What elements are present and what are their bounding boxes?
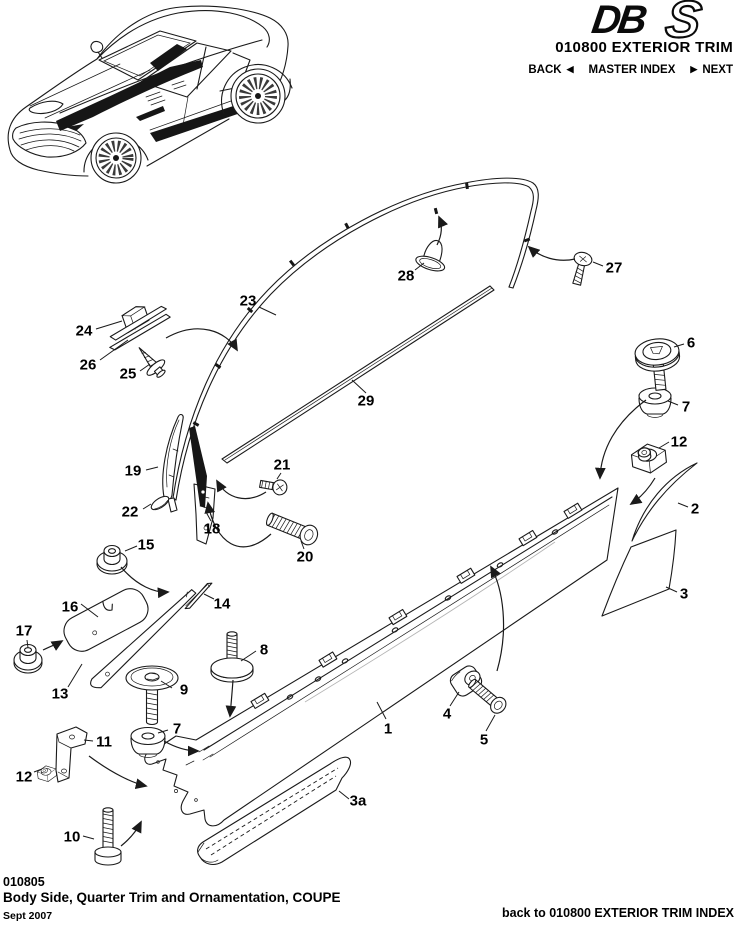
front-wheel	[90, 132, 142, 184]
callout-3a: 3a	[350, 793, 367, 810]
dbs-logo: DB S	[589, 0, 706, 44]
part-21-screw	[259, 479, 288, 496]
callout-11: 11	[96, 734, 112, 751]
part-18-bracket	[189, 426, 216, 545]
callout-22: 22	[122, 504, 139, 521]
callout-25: 25	[120, 366, 137, 383]
callout-2: 2	[691, 501, 699, 518]
part-6-screw	[634, 338, 681, 391]
part-7-nut-right	[638, 387, 672, 418]
header-nav: BACK ◀ MASTER INDEX ▶ NEXT	[528, 63, 733, 77]
moulding-clip-marks	[192, 182, 531, 427]
callout-19: 19	[125, 463, 142, 480]
part-7-nut-left	[130, 726, 166, 758]
part-2-quarter-trim-upper	[631, 462, 698, 542]
back-to-index-link[interactable]: back to 010800 EXTERIOR TRIM INDEX	[501, 906, 734, 920]
part-25-screw	[138, 347, 166, 378]
callout-27: 27	[606, 260, 623, 277]
callout-16: 16	[62, 599, 79, 616]
page-title: 010800 EXTERIOR TRIM	[555, 39, 733, 56]
callout-17: 17	[16, 623, 33, 640]
part-17-grommet	[13, 643, 43, 674]
leader-lines	[26, 261, 689, 840]
callout-21: 21	[274, 457, 291, 474]
callout-5: 5	[480, 732, 488, 749]
part-1-sill-panel	[144, 487, 619, 827]
nav-back-label: BACK	[528, 64, 562, 76]
part-12-clip-left	[36, 765, 57, 782]
callout-6: 6	[687, 335, 695, 352]
part-24-26-pad-and-strip	[109, 305, 171, 351]
car-illustration	[7, 5, 293, 184]
document-title: Body Side, Quarter Trim and Ornamentatio…	[3, 890, 341, 905]
callout-23: 23	[240, 293, 257, 310]
callout-7a: 7	[682, 399, 690, 416]
part-27-screw	[572, 251, 593, 286]
part-13-retainer-strip	[90, 589, 197, 689]
nav-next-link[interactable]: ▶ NEXT	[690, 63, 733, 77]
part-15-grommet	[96, 544, 128, 575]
rear-wheel	[230, 68, 286, 124]
callout-numbers: 1233a45677891011121213141516171819202122…	[16, 260, 700, 846]
callout-10: 10	[64, 829, 81, 846]
callout-26: 26	[80, 357, 97, 374]
callout-18: 18	[204, 521, 221, 538]
callout-3: 3	[680, 586, 688, 603]
assembly-arrows	[42, 215, 656, 847]
nav-back-link[interactable]: BACK ◀	[528, 63, 574, 77]
back-arrow-icon: ◀	[566, 63, 574, 74]
part-20-bolt	[265, 512, 319, 546]
callout-28: 28	[398, 268, 415, 285]
callout-12a: 12	[671, 434, 688, 451]
callout-7b: 7	[173, 721, 181, 738]
callout-14: 14	[214, 596, 231, 613]
nav-master-index-link[interactable]: MASTER INDEX	[589, 64, 676, 76]
part-9-washer-screw	[125, 665, 179, 726]
callout-20: 20	[297, 549, 314, 566]
part-3-quarter-trim-lower	[601, 529, 677, 617]
part-12-clip-right	[630, 443, 667, 474]
nav-master-index-label: MASTER INDEX	[588, 64, 676, 76]
sill-mounting-tabs	[250, 502, 583, 710]
document-date: Sept 2007	[3, 910, 53, 922]
callout-15: 15	[138, 537, 155, 554]
part-14-end-strip	[184, 582, 213, 610]
part-8-flanged-stud	[210, 631, 254, 683]
part-16-shield	[63, 588, 149, 652]
document-number: 010805	[3, 875, 45, 889]
nav-next-label: NEXT	[702, 64, 733, 76]
part-29-waist-strip	[221, 285, 495, 464]
next-arrow-icon: ▶	[690, 63, 698, 74]
callout-12b: 12	[16, 769, 33, 786]
callout-9: 9	[180, 682, 188, 699]
logo-db-text: DB	[589, 0, 649, 42]
callout-8: 8	[260, 642, 268, 659]
callout-29: 29	[358, 393, 375, 410]
part-5-bolt	[468, 678, 507, 714]
part-10-bolt	[94, 807, 122, 866]
part-3a-sill-extension	[197, 756, 352, 866]
part-28-grommet	[415, 240, 446, 272]
part-19-pillar-finisher	[162, 414, 184, 513]
callout-13: 13	[52, 686, 69, 703]
part-11-angle-bracket	[55, 726, 88, 783]
callout-4: 4	[443, 706, 452, 723]
part-22-spacer-pad	[150, 495, 170, 511]
callout-24: 24	[76, 323, 93, 340]
callout-1: 1	[384, 721, 392, 738]
